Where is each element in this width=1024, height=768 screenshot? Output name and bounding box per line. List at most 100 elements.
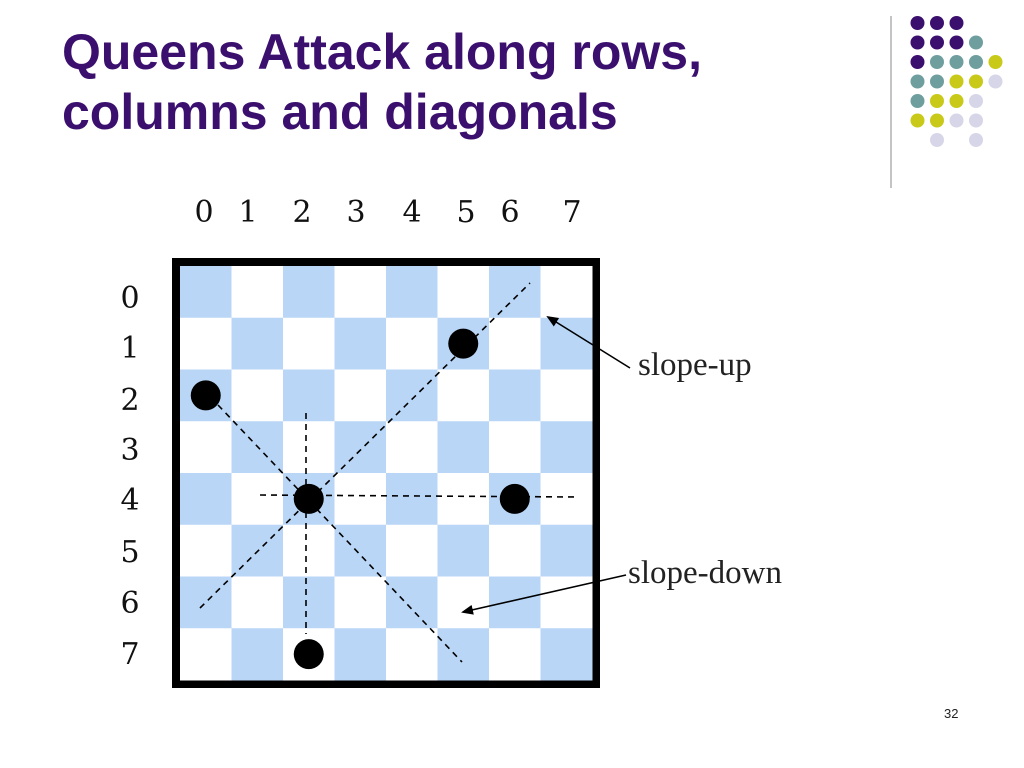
row-label: 5 [120, 535, 139, 570]
board-square [437, 473, 490, 526]
board-square [489, 317, 541, 370]
board-square [540, 266, 593, 319]
decorative-dot [930, 35, 944, 50]
board-square [334, 421, 387, 474]
board-square [540, 369, 593, 422]
board-square [283, 317, 335, 370]
board-square [437, 369, 490, 422]
board-square [489, 266, 541, 319]
board-square [334, 473, 387, 526]
queen-marker [448, 328, 479, 359]
slope-down-label: slope-down [628, 555, 782, 591]
decorative-dot [969, 133, 983, 147]
board-square [334, 524, 387, 577]
board-square [540, 317, 593, 370]
decorative-dot [910, 16, 925, 30]
decorative-dot [910, 55, 925, 69]
board-square [180, 421, 232, 474]
board-square [283, 369, 335, 422]
board-square [334, 266, 387, 319]
board-square [231, 473, 284, 526]
board-square [437, 266, 490, 319]
board-square [180, 473, 232, 526]
decorative-dot [949, 74, 964, 89]
decorative-dot [969, 55, 983, 69]
decorative-dot [910, 35, 925, 50]
decorative-dot [949, 94, 964, 108]
board-square [283, 421, 335, 474]
row-label: 7 [120, 637, 139, 672]
queen-marker [293, 483, 324, 514]
decorative-dot [910, 94, 925, 108]
board-square [437, 628, 490, 681]
slide-title: Queens Attack along rows, columns and di… [62, 22, 862, 142]
board-square [437, 524, 490, 577]
row-label: 2 [120, 383, 139, 418]
board-square [386, 628, 438, 681]
board-square [386, 317, 438, 370]
board-square [540, 421, 593, 474]
board-square [386, 473, 438, 526]
decorative-dot [930, 94, 944, 108]
board-square [489, 576, 541, 629]
board-square [231, 576, 284, 629]
board-square [386, 369, 438, 422]
board-square [180, 628, 232, 681]
slope-up-label: slope-up [638, 347, 752, 383]
row-label: 6 [120, 586, 139, 621]
board-square [386, 524, 438, 577]
board-square [231, 317, 284, 370]
column-label: 7 [562, 195, 581, 230]
board-square [180, 266, 232, 319]
decorative-dot [969, 35, 983, 50]
row-label: 1 [120, 331, 139, 366]
column-label: 2 [292, 195, 311, 230]
board-square [386, 421, 438, 474]
board-square [231, 628, 284, 681]
board-square [283, 524, 335, 577]
decorative-dot [910, 113, 925, 128]
board-square [489, 524, 541, 577]
board-square [231, 369, 284, 422]
board-square [180, 576, 232, 629]
queen-marker [293, 639, 324, 670]
row-labels: 0 1 2 3 4 5 6 7 [120, 281, 139, 672]
board-square [386, 266, 438, 319]
board-square [540, 524, 593, 577]
board-square [334, 576, 387, 629]
board-square [489, 369, 541, 422]
attack-line-slope-down [217, 404, 463, 663]
decorative-dot-grid [890, 16, 1003, 188]
slope-up-arrow [546, 315, 631, 369]
decorative-dot [949, 35, 964, 50]
column-label: 6 [500, 195, 519, 230]
row-label: 0 [120, 281, 139, 316]
board-square [489, 421, 541, 474]
decorative-dot [969, 94, 983, 108]
board-square [334, 369, 387, 422]
column-label: 0 [194, 195, 213, 230]
board-square [489, 628, 541, 681]
decorative-dot [949, 55, 964, 69]
row-label: 3 [120, 433, 139, 468]
column-label: 3 [346, 195, 365, 230]
decorative-dot [930, 133, 944, 147]
board-square [386, 576, 438, 629]
decorative-dot [930, 74, 944, 89]
decorative-dot [930, 16, 944, 30]
decorative-dot [949, 16, 964, 30]
row-label: 4 [120, 483, 139, 518]
board-square [437, 576, 490, 629]
column-label: 4 [402, 195, 421, 230]
decorative-dot [988, 55, 1003, 69]
board-square [180, 317, 232, 370]
board-squares [180, 266, 593, 681]
board-square [283, 266, 335, 319]
board-square [231, 266, 284, 319]
decorative-dot [910, 74, 925, 89]
decorative-dot [949, 113, 964, 128]
annotation-arrows [461, 315, 631, 615]
slide-title-line-1: Queens Attack along rows, [62, 24, 702, 80]
queen-marker [499, 483, 530, 514]
